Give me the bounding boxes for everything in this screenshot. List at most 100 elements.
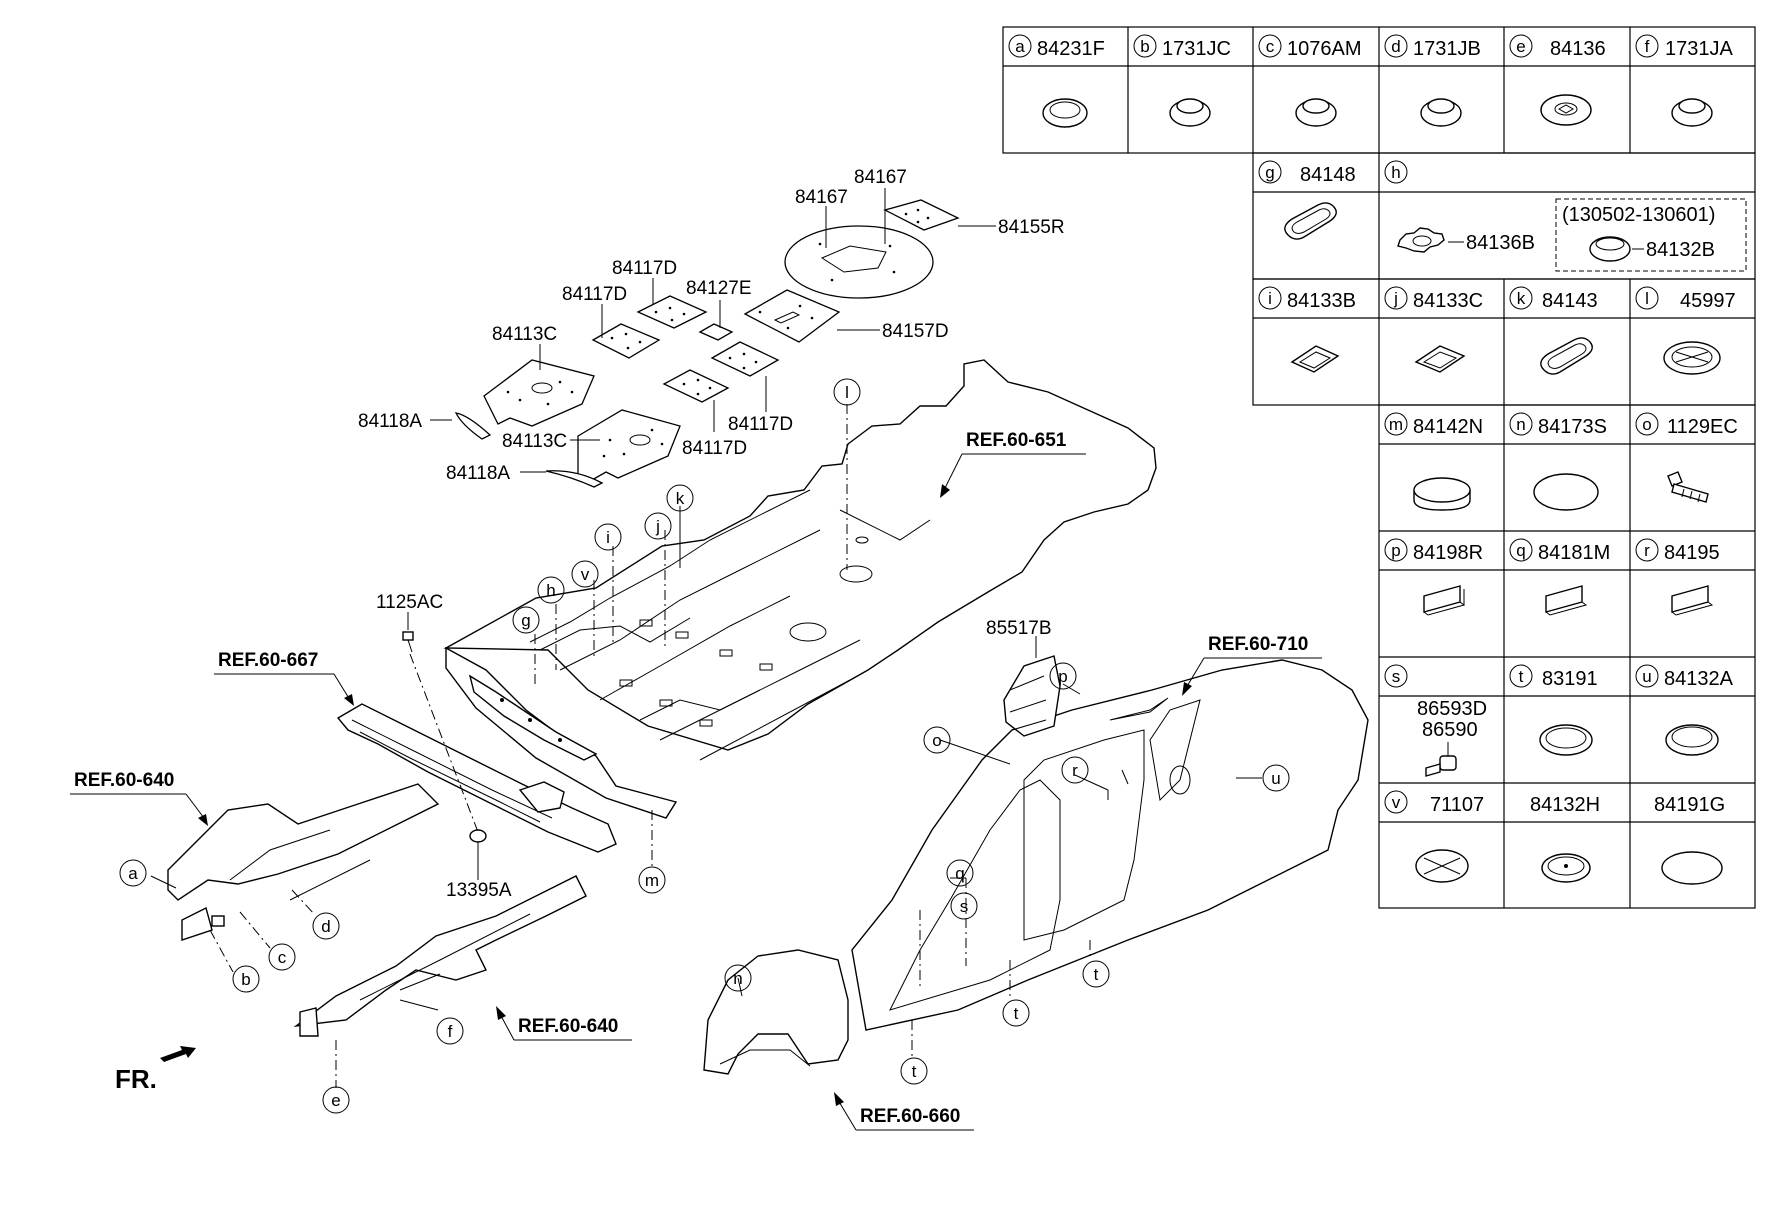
front-side-member-left <box>167 783 440 941</box>
pad-labels: 84167 84167 84155R 84157D 84127E 84117D … <box>358 167 1065 484</box>
legend-cell-q: q 84181M <box>1509 538 1610 616</box>
legend-part-number: 84136 <box>1550 38 1606 60</box>
svg-text:a: a <box>1015 37 1025 56</box>
legend-part-number: 84142N <box>1413 416 1483 438</box>
svg-text:l: l <box>845 383 849 402</box>
svg-text:i: i <box>606 528 610 547</box>
ref-60-667: REF.60-667 <box>214 650 354 706</box>
front-arrow-icon <box>160 1046 196 1062</box>
svg-text:k: k <box>1517 289 1526 308</box>
callout-i: i <box>594 523 622 551</box>
svg-text:h: h <box>546 581 555 600</box>
svg-text:n: n <box>1516 415 1525 434</box>
svg-text:c: c <box>1266 37 1275 56</box>
svg-text:c: c <box>278 948 287 967</box>
leader-lines <box>150 404 1262 1088</box>
legend-part-number: 84132A <box>1664 668 1734 690</box>
legend-part-number: 1129EC <box>1667 416 1738 438</box>
floor-pan <box>443 359 1157 761</box>
svg-text:u: u <box>1271 769 1280 788</box>
svg-text:e: e <box>331 1091 340 1110</box>
ref-60-710: REF.60-710 <box>1182 634 1322 696</box>
svg-text:u: u <box>1642 667 1651 686</box>
legend-cell-g: g 84148 <box>1258 160 1356 240</box>
svg-text:q: q <box>955 864 964 883</box>
pad-label: 84113C <box>492 324 557 345</box>
callout-l: l <box>833 378 861 406</box>
legend-cell-b: b 1731JC <box>1133 34 1231 127</box>
front-fender <box>703 949 849 1075</box>
svg-text:f: f <box>1645 37 1650 56</box>
svg-text:t: t <box>1094 965 1099 984</box>
ref-60-640-lower: REF.60-640 <box>496 1006 632 1041</box>
svg-text:n: n <box>733 969 742 988</box>
pad-label: 84117D <box>728 414 793 435</box>
callout-c: c <box>268 943 296 971</box>
pad-label: 84117D <box>682 438 747 459</box>
legend-cell-t: t 83191 <box>1509 664 1598 756</box>
legend-part-number: 84132H <box>1530 794 1600 816</box>
legend-cell-v: v 71107 <box>1384 790 1484 883</box>
callout-h: h <box>537 576 565 604</box>
callout-o: o <box>923 726 951 754</box>
callout-t: t <box>1082 960 1110 988</box>
callout-e: e <box>322 1086 350 1114</box>
legend-part-number: 86593D <box>1417 698 1487 720</box>
pad-label: 84167 <box>854 167 907 188</box>
legend-cell-k: k 84143 <box>1509 286 1598 375</box>
svg-text:j: j <box>655 517 660 536</box>
callout-f: f <box>436 1017 464 1045</box>
legend-cell-u: u 84132A <box>1635 664 1734 756</box>
legend-cell-c: c 1076AM <box>1258 34 1362 127</box>
nut-13395A: 13395A <box>446 829 512 901</box>
svg-text:f: f <box>448 1022 453 1041</box>
pad-label: 84155R <box>998 217 1065 238</box>
svg-text:g: g <box>521 611 530 630</box>
ref-label: REF.60-640 <box>74 770 174 791</box>
legend-part-number: 84143 <box>1542 290 1598 312</box>
svg-text:q: q <box>1516 541 1525 560</box>
callout-m: m <box>638 866 666 894</box>
legend-cell-84132H: 84132H <box>1530 794 1600 883</box>
ref-label: REF.60-651 <box>966 430 1067 451</box>
legend-cell-i: i 84133B <box>1258 286 1356 373</box>
legend-part-number: 84148 <box>1300 164 1356 186</box>
pad-label: 84118A <box>358 411 422 432</box>
svg-text:v: v <box>581 565 590 584</box>
legend-cell-r: r 84195 <box>1635 538 1720 616</box>
legend-part-number: 84198R <box>1413 542 1483 564</box>
pad-label: 84118A <box>446 463 510 484</box>
legend-cell-a: a 84231F <box>1008 34 1105 128</box>
callout-n: n <box>724 964 752 992</box>
svg-text:b: b <box>1140 37 1149 56</box>
legend-part-number: 1731JA <box>1665 38 1733 60</box>
svg-text:g: g <box>1265 163 1274 182</box>
svg-text:i: i <box>1268 289 1272 308</box>
legend-part-number: 84136B <box>1466 232 1535 254</box>
callout-u: u <box>1262 764 1290 792</box>
part-label: 13395A <box>446 880 512 901</box>
ref-label: REF.60-640 <box>518 1016 618 1037</box>
callout-j: j <box>644 512 672 540</box>
callout-v: v <box>571 560 599 588</box>
legend-part-number: 83191 <box>1542 668 1598 690</box>
legend-cell-n: n 84173S <box>1509 412 1607 511</box>
legend-part-number: 84132B <box>1646 239 1715 261</box>
date-range-text: (130502-130601) <box>1562 204 1715 226</box>
callout-d: d <box>312 912 340 940</box>
callout-b: b <box>232 965 260 993</box>
svg-text:j: j <box>1393 289 1398 308</box>
pad-label: 84117D <box>562 284 627 305</box>
legend-table <box>1002 26 1756 909</box>
svg-text:t: t <box>912 1062 917 1081</box>
svg-text:o: o <box>932 731 941 750</box>
pad-label: 84117D <box>612 258 677 279</box>
svg-text:b: b <box>241 970 250 989</box>
pad-label: 84113C <box>502 431 567 452</box>
part-85517B: 85517B <box>986 618 1052 658</box>
part-label: 1125AC <box>376 592 443 613</box>
svg-text:a: a <box>128 864 138 883</box>
front-direction-indicator: FR. <box>115 1046 196 1094</box>
legend-part-number: 1076AM <box>1287 38 1362 60</box>
